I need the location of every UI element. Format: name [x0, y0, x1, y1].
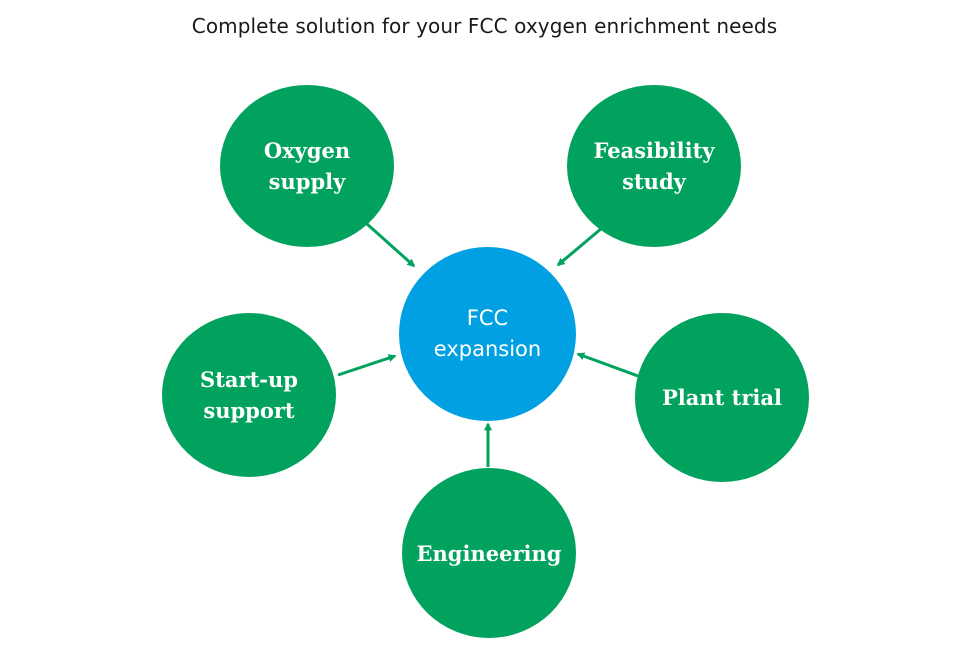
node-feasibility-study-label: Feasibility study — [593, 138, 715, 194]
node-fcc-expansion-label: FCC expansion — [433, 306, 542, 361]
node-feasibility-study: Feasibility study — [567, 85, 741, 247]
arrow-feasibility-to-center — [556, 226, 603, 267]
node-engineering-label: Engineering — [416, 540, 562, 566]
diagram-title: Complete solution for your FCC oxygen en… — [191, 14, 778, 38]
node-plant-trial-label: Plant trial — [662, 385, 782, 410]
node-fcc-expansion: FCC expansion — [399, 247, 576, 421]
node-plant-trial: Plant trial — [635, 313, 809, 482]
arrow-plant-to-center — [576, 352, 639, 378]
node-oxygen-supply: Oxygen supply — [220, 85, 394, 247]
arrow-startup-to-center — [337, 354, 397, 377]
node-oxygen-supply-label: Oxygen supply — [263, 138, 351, 194]
arrow-oxygen-to-center — [366, 222, 416, 268]
node-start-up-support: Start-up support — [162, 313, 336, 477]
node-engineering: Engineering — [402, 468, 576, 638]
node-start-up-support-label: Start-up support — [200, 367, 298, 423]
